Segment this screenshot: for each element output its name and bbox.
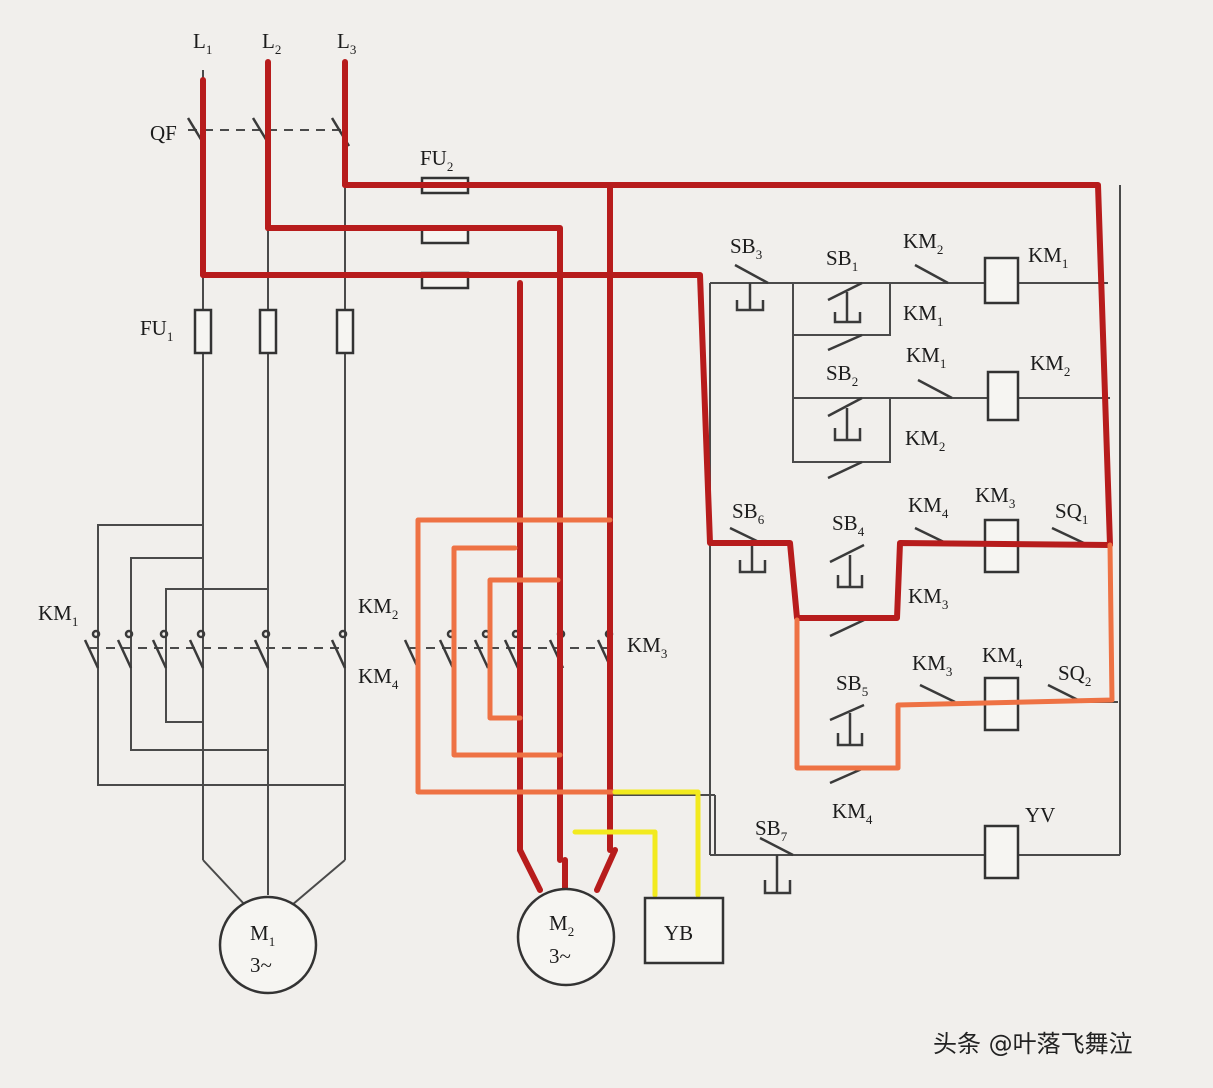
coils xyxy=(983,256,1020,880)
label-rung3-hold: KM3 xyxy=(908,584,948,612)
label-fu1: FU1 xyxy=(140,316,173,344)
label-yv: YV xyxy=(1025,803,1055,827)
motor-m1 xyxy=(218,895,318,995)
label-qf: QF xyxy=(150,121,177,145)
label-sb3: SB3 xyxy=(730,234,762,262)
label-sb6: SB6 xyxy=(732,499,765,527)
label-sb4: SB4 xyxy=(832,511,865,539)
coil-yv xyxy=(983,824,1020,880)
label-rung2-coil: KM2 xyxy=(1030,351,1070,379)
label-m2: M2 xyxy=(549,911,574,939)
label-km3-main: KM3 xyxy=(627,633,667,661)
orange-highlight xyxy=(415,517,1115,795)
label-l1: L1 xyxy=(193,29,212,57)
label-km2-main: KM2 xyxy=(358,594,398,622)
label-sb1: SB1 xyxy=(826,246,858,274)
label-fu2: FU2 xyxy=(420,146,453,174)
yellow-highlight xyxy=(572,789,701,898)
coil-km2 xyxy=(986,370,1020,422)
label-sb7: SB7 xyxy=(755,816,788,844)
label-m2-type: 3~ xyxy=(549,944,571,968)
label-rung2-interlock: KM1 xyxy=(906,343,946,371)
label-rung1-hold: KM1 xyxy=(903,301,943,329)
label-rung4-hold: KM4 xyxy=(832,799,873,827)
label-rung4-coil: KM4 xyxy=(982,643,1023,671)
label-rung1-coil: KM1 xyxy=(1028,243,1068,271)
base-wiring xyxy=(90,70,1121,906)
coil-km1 xyxy=(983,256,1020,305)
label-yb: YB xyxy=(664,921,693,945)
label-sb2: SB2 xyxy=(826,361,858,389)
label-m1: M1 xyxy=(250,921,275,949)
motor-m2 xyxy=(516,887,616,987)
label-rung1-interlock: KM2 xyxy=(903,229,943,257)
fuse-fu1 xyxy=(193,308,355,355)
label-rung4-interlock: KM3 xyxy=(912,651,952,679)
red-highlight xyxy=(200,59,1113,896)
label-l2: L2 xyxy=(262,29,281,57)
label-rung3-coil: KM3 xyxy=(975,483,1015,511)
label-km1-main: KM1 xyxy=(38,601,78,629)
label-km4-main: KM4 xyxy=(358,664,399,692)
label-rung2-hold: KM2 xyxy=(905,426,945,454)
label-rung3-interlock: KM4 xyxy=(908,493,949,521)
brake-yb xyxy=(643,896,725,965)
label-rung4-limit: SQ2 xyxy=(1058,661,1091,689)
fuse-fu2 xyxy=(420,176,470,290)
label-rung3-limit: SQ1 xyxy=(1055,499,1088,527)
label-m1-type: 3~ xyxy=(250,953,272,977)
label-sb5: SB5 xyxy=(836,671,868,699)
label-l3: L3 xyxy=(337,29,356,57)
watermark: 头条 @叶落飞舞泣 xyxy=(933,1030,1133,1058)
